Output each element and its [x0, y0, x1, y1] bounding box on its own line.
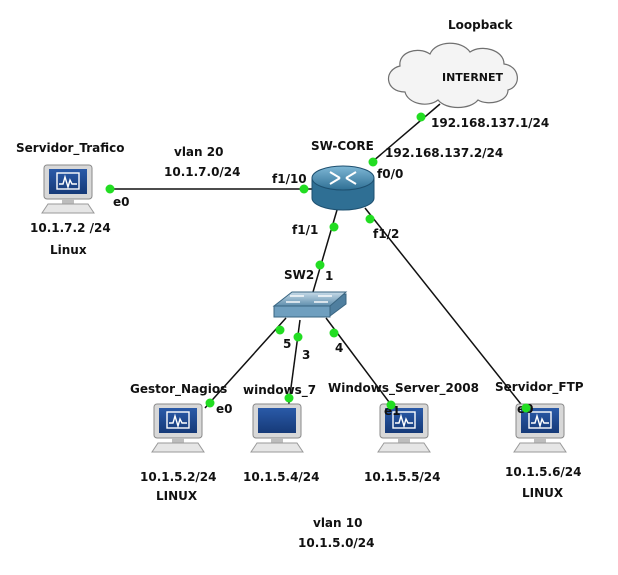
port-dot — [315, 260, 325, 270]
iface-sw-1: 1 — [325, 269, 333, 283]
cloud-icon — [388, 42, 518, 109]
port-dot — [293, 332, 303, 342]
iface-f1-2: f1/2 — [373, 227, 399, 241]
host-os: Linux — [50, 243, 87, 257]
interface-labels: 192.168.137.1/24 192.168.137.2/24 f0/0 f… — [113, 116, 549, 418]
iface-nagios-e0: e0 — [216, 402, 233, 416]
port-indicators — [105, 112, 531, 413]
port-dot — [205, 398, 215, 408]
link-router-ftp — [364, 207, 541, 429]
iface-sw-3: 3 — [302, 348, 310, 362]
router-name: SW-CORE — [311, 139, 374, 153]
vlan-net: 10.1.5.0/24 — [298, 536, 375, 550]
host-name: windows_7 — [243, 383, 316, 398]
iface-f1-10: f1/10 — [272, 172, 307, 186]
port-dot — [416, 112, 426, 122]
port-dot — [284, 393, 294, 403]
port-dot — [521, 403, 531, 413]
host-servidor-trafico[interactable]: Servidor_Trafico 10.1.7.2 /24 Linux — [16, 141, 125, 257]
host-windows-7[interactable]: windows_7 10.1.5.4/24 — [243, 383, 320, 484]
port-dot — [329, 222, 339, 232]
port-dot — [365, 214, 375, 224]
vlan-net: 10.1.7.0/24 — [164, 165, 241, 179]
link-router-internet — [371, 103, 441, 163]
switch-arrows-icon — [286, 295, 332, 303]
router-arrows-icon — [329, 171, 357, 185]
vlan-name: vlan 20 — [174, 145, 223, 159]
vlan-20-label: vlan 20 10.1.7.0/24 — [164, 145, 241, 179]
switch-name: SW2 — [284, 268, 314, 282]
iface-f0-0: f0/0 — [377, 167, 403, 181]
sw-core-router[interactable]: SW-CORE — [311, 139, 375, 211]
iface-sw-5: 5 — [283, 337, 291, 351]
host-ip: 10.1.5.6/24 — [505, 465, 582, 479]
host-os: LINUX — [522, 486, 564, 500]
port-dot — [368, 157, 378, 167]
vlan-10-label: vlan 10 10.1.5.0/24 — [298, 516, 375, 550]
host-name: Servidor_Trafico — [16, 141, 125, 156]
vlan-name: vlan 10 — [313, 516, 362, 530]
port-dot — [329, 328, 339, 338]
port-dot — [275, 325, 285, 335]
sw2-switch[interactable]: SW2 — [272, 268, 348, 318]
port-dot — [386, 400, 396, 410]
host-gestor-nagios[interactable]: Gestor_Nagios 10.1.5.2/24 LINUX — [130, 382, 227, 503]
iface-trafico-e0: e0 — [113, 195, 130, 209]
host-name: Windows_Server_2008 — [328, 381, 479, 396]
internet-cloud[interactable]: Loopback INTERNET — [388, 18, 518, 109]
cloud-label: INTERNET — [442, 71, 504, 84]
host-ip: 10.1.7.2 /24 — [30, 221, 111, 235]
host-name: Gestor_Nagios — [130, 382, 227, 397]
host-windows-server-2008[interactable]: Windows_Server_2008 10.1.5.5/24 — [328, 381, 479, 484]
iface-f1-1: f1/1 — [292, 223, 318, 237]
iface-sw-4: 4 — [335, 341, 343, 355]
link-switch-nagios — [204, 317, 287, 409]
port-dot — [299, 184, 309, 194]
router-wan-ip-label: 192.168.137.2/24 — [385, 146, 503, 160]
cloud-top-label: Loopback — [448, 18, 514, 32]
port-dot — [105, 184, 115, 194]
cloud-ip-label: 192.168.137.1/24 — [431, 116, 549, 130]
host-name: Servidor_FTP — [495, 380, 584, 395]
host-servidor-ftp[interactable]: Servidor_FTP 10.1.5.6/24 LINUX — [495, 380, 584, 500]
host-ip: 10.1.5.5/24 — [364, 470, 441, 484]
host-os: LINUX — [156, 489, 198, 503]
host-ip: 10.1.5.4/24 — [243, 470, 320, 484]
host-ip: 10.1.5.2/24 — [140, 470, 217, 484]
